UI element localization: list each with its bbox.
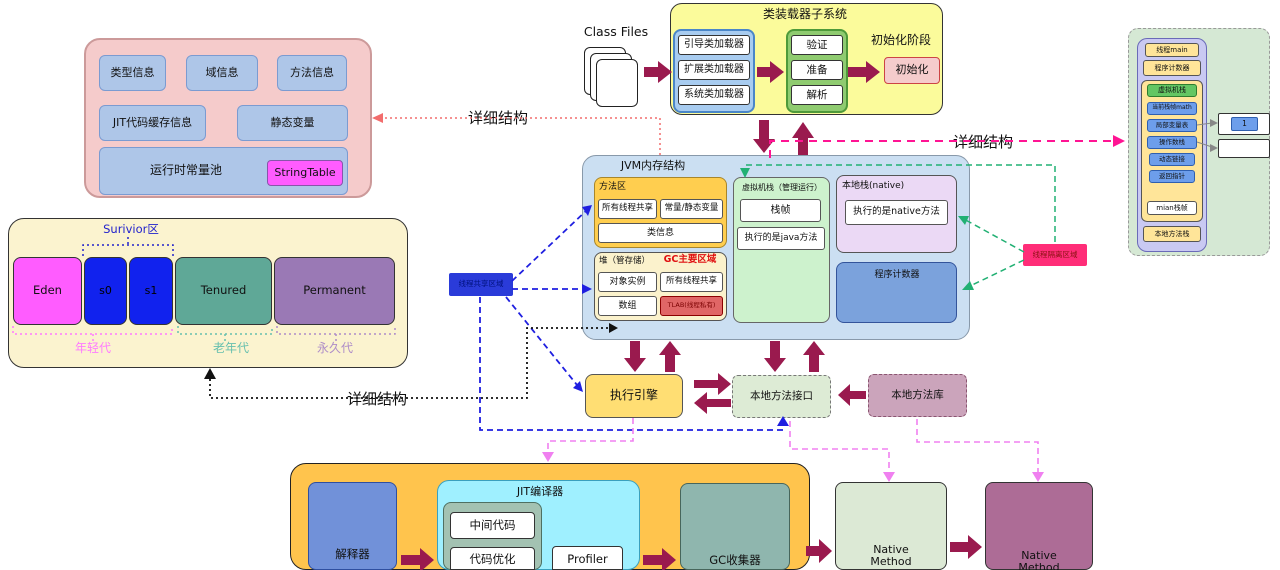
jit-cache-info-box: JIT代码缓存信息 xyxy=(99,105,206,141)
class-loader-title: 类装载器子系统 xyxy=(762,6,847,21)
heap-gc-label: GC主要区域 xyxy=(663,254,717,266)
execution-engine-box: 执行引擎 xyxy=(585,374,683,418)
verify-box: 验证 xyxy=(791,35,843,55)
runtime-constant-pool-label: 运行时常量池 xyxy=(149,163,222,178)
method-area-title: 方法区 xyxy=(599,181,627,192)
string-table-box: StringTable xyxy=(267,160,343,186)
perm-gen-label: 永久代 xyxy=(316,341,353,356)
vm-stack-cell: 执行的是java方法 xyxy=(737,227,825,250)
native-method-library-box: Native Method xyxy=(985,482,1093,570)
thread-isolated-tag: 线程隔离区域 xyxy=(1023,244,1087,266)
native-method-interface-box: Native Method xyxy=(835,482,947,570)
heap-cell: 所有线程共享 xyxy=(660,272,723,292)
frame-item: 当前栈帧math xyxy=(1147,102,1197,115)
frame-item: 操作数栈 xyxy=(1147,136,1197,149)
eden-box: Eden xyxy=(13,257,82,325)
profiler-box: Profiler xyxy=(552,546,623,570)
s1-box: s1 xyxy=(129,257,173,325)
interpreter-box: 解释器 xyxy=(308,482,397,570)
detail-structure-label-bottom: 详细结构 xyxy=(344,388,411,409)
thread-vm-stack-title: 虚拟机栈 xyxy=(1147,84,1197,97)
frame-item: 动态链接 xyxy=(1149,153,1195,166)
bootstrap-loader-box: 引导类加载器 xyxy=(678,35,750,55)
prepare-box: 准备 xyxy=(791,60,843,80)
vm-stack-cell: 栈帧 xyxy=(740,199,821,222)
frame-item: 局部变量表 xyxy=(1147,119,1197,132)
thread-main-box: 线程main xyxy=(1145,43,1199,57)
native-library-box: 本地方法库 xyxy=(868,374,967,417)
vm-stack-title: 虚拟机栈（管理运行） xyxy=(742,182,822,192)
heap-cell: 对象实例 xyxy=(598,272,657,292)
jvm-memory-title: JVM内存结构 xyxy=(620,158,686,172)
native-interface-box: 本地方法接口 xyxy=(732,375,831,418)
young-gen-label: 年轻代 xyxy=(74,341,111,356)
permanent-box: Permanent xyxy=(274,257,395,325)
method-area-cell: 所有线程共享 xyxy=(598,199,657,219)
thread-pc-register-box: 程序计数器 xyxy=(1143,60,1201,76)
s0-box: s0 xyxy=(84,257,127,325)
pc-register-box xyxy=(836,262,957,323)
extension-loader-box: 扩展类加载器 xyxy=(678,60,750,80)
method-info-box: 方法信息 xyxy=(277,55,347,91)
jit-compiler-title: JIT编译器 xyxy=(516,485,564,499)
class-files-label: Class Files xyxy=(583,23,649,39)
code-optimize-box: 代码优化 xyxy=(450,547,535,570)
type-info-box: 类型信息 xyxy=(99,55,166,91)
tenured-box: Tenured xyxy=(175,257,272,325)
pc-register-title: 程序计数器 xyxy=(874,269,920,280)
detail-structure-label-right: 详细结构 xyxy=(950,131,1017,152)
detail-structure-label-left: 详细结构 xyxy=(465,107,532,128)
init-phase-label: 初始化阶段 xyxy=(870,33,931,48)
gc-collector-box: GC收集器 xyxy=(680,483,790,570)
intermediate-code-box: 中间代码 xyxy=(450,512,535,539)
heap-cell: 数组 xyxy=(598,296,657,316)
main-frame-box: mian栈帧 xyxy=(1147,201,1197,215)
thread-native-stack-box: 本地方法栈 xyxy=(1143,226,1201,242)
resolve-box: 解析 xyxy=(791,85,843,105)
method-area-cell: 类信息 xyxy=(598,223,723,243)
heap-title: 堆（管存储） xyxy=(599,255,651,266)
static-vars-box: 静态变量 xyxy=(237,105,348,141)
old-gen-label: 老年代 xyxy=(212,341,249,356)
thread-shared-tag: 线程共享区域 xyxy=(449,273,513,296)
local-var-slot-value: 1 xyxy=(1231,117,1258,131)
survivor-label: Surivior区 xyxy=(103,221,159,236)
native-stack-title: 本地栈(native) xyxy=(842,180,905,191)
system-loader-box: 系统类加载器 xyxy=(678,85,750,105)
field-info-box: 域信息 xyxy=(186,55,258,91)
class-file-doc-icon xyxy=(596,59,638,107)
tlab-box: TLAB(线程私有) xyxy=(660,296,723,316)
init-box: 初始化 xyxy=(884,57,940,84)
frame-item: 返回指针 xyxy=(1149,170,1195,183)
native-stack-cell: 执行的是native方法 xyxy=(845,200,948,225)
operand-slot-box xyxy=(1218,139,1270,158)
method-area-cell: 常量/静态变量 xyxy=(660,199,723,219)
